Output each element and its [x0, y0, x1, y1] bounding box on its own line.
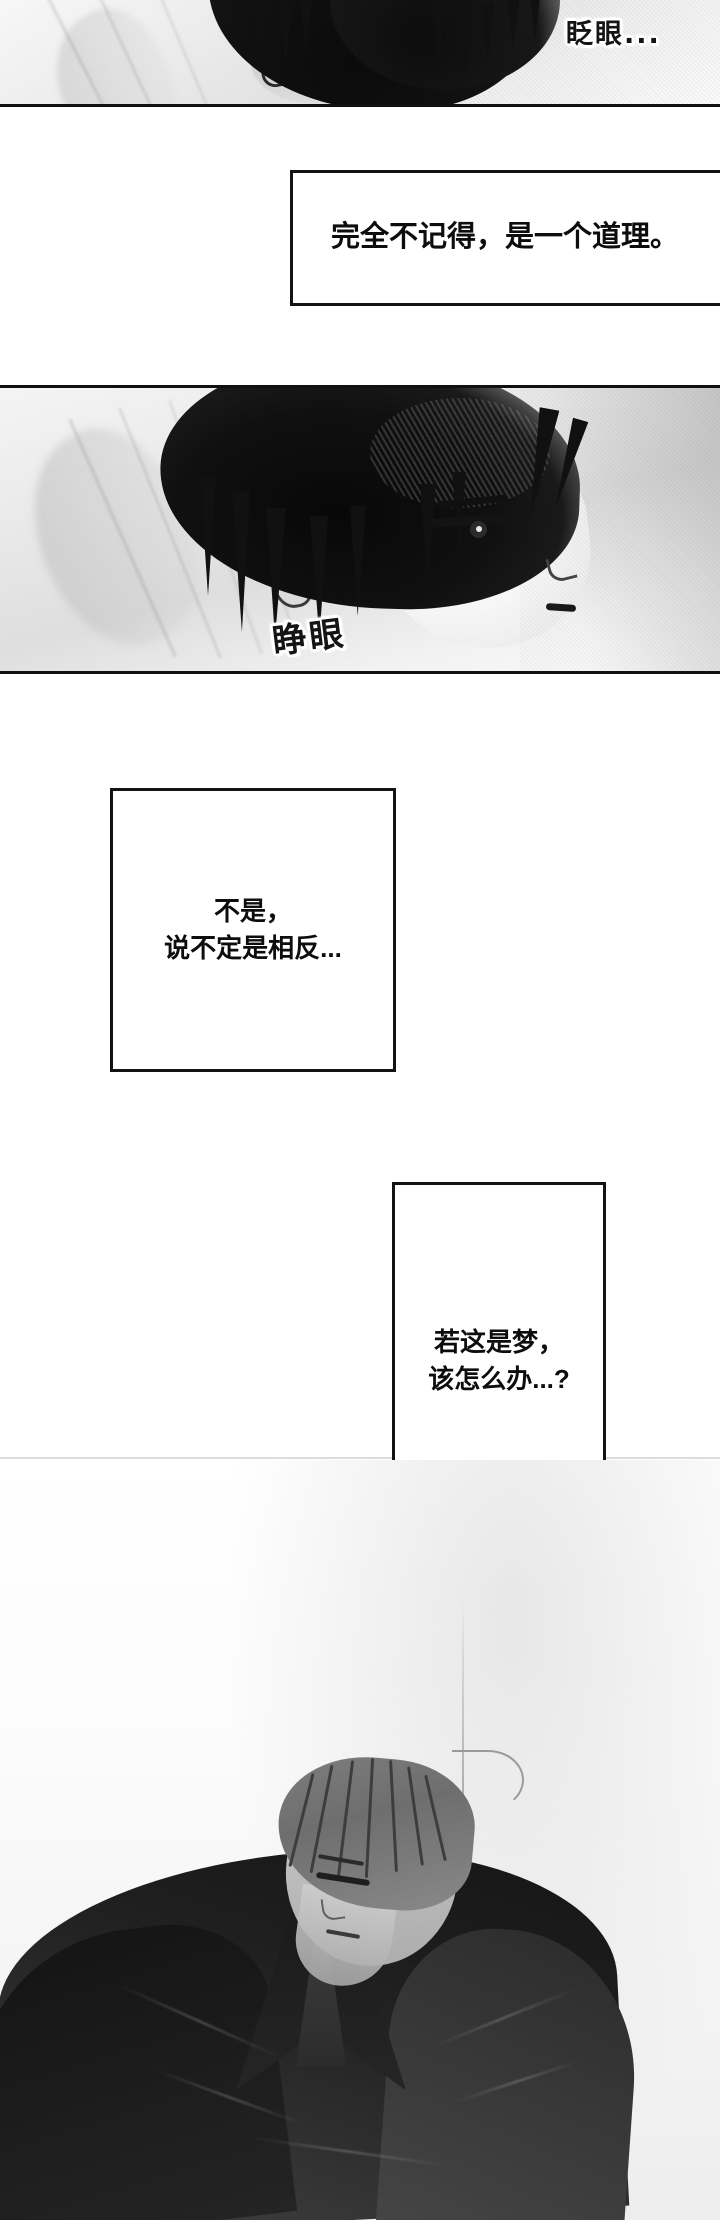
dialogue-line: 不是， [213, 896, 292, 927]
panel-3 [0, 1460, 720, 2220]
hair-spike [530, 0, 540, 42]
hair-spike [258, 0, 268, 52]
dialogue-box-2: 不是， 说不定是相反... [110, 788, 396, 1072]
eye-highlight [476, 526, 482, 532]
stray-hair-curl [452, 1750, 524, 1810]
dialogue-line: 完全不记得，是一个道理。 [331, 221, 680, 254]
panel-2 [0, 388, 720, 674]
screentone-grain [390, 0, 720, 104]
screentone-grain [520, 388, 720, 674]
dialogue-box-1: 完全不记得，是一个道理。 [290, 170, 720, 306]
panel-divider [0, 104, 720, 107]
sfx-open-eyes-text: 睁眼 [270, 613, 349, 663]
panel-divider [0, 671, 720, 674]
dialogue-lines: 若这是梦， 该怎么办...? [428, 1324, 570, 1398]
panel-1 [0, 0, 720, 104]
dialogue-line: 说不定是相反... [164, 933, 342, 963]
dialogue-lines: 不是， 说不定是相反... [164, 893, 342, 967]
sfx-blink-text: 眨眼... [566, 19, 661, 50]
dialogue-line: 若这是梦， [433, 1326, 564, 1357]
dialogue-line: 该怎么办...? [428, 1363, 570, 1394]
panel-divider [0, 385, 720, 388]
panel-divider [0, 1457, 720, 1459]
